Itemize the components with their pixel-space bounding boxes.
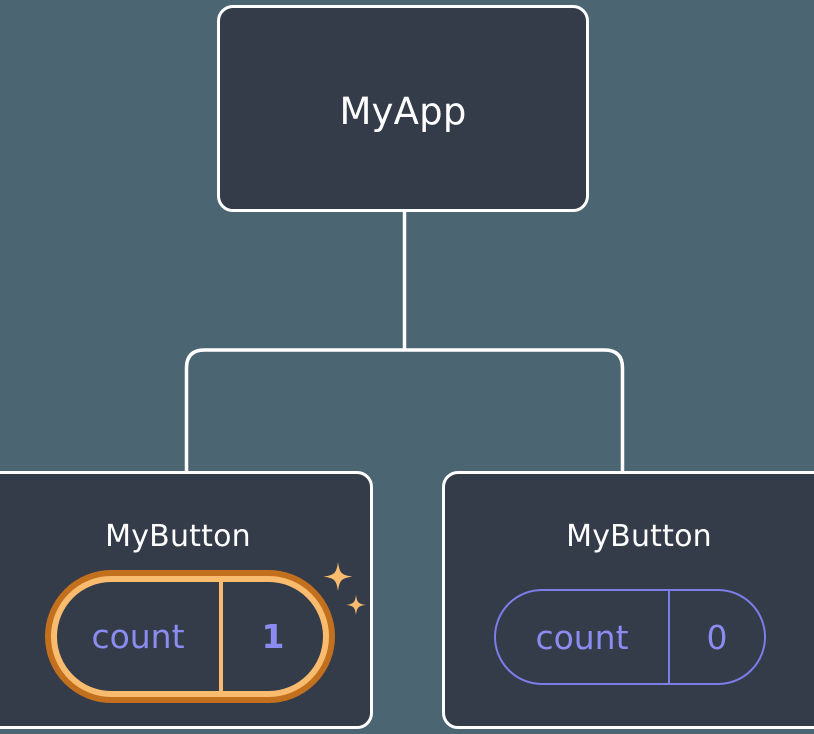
state-pill-left-wrap[interactable]: count 1 <box>45 570 335 703</box>
state-pill-highlighted[interactable]: count 1 <box>45 570 335 703</box>
state-value-left: 1 <box>261 617 285 656</box>
state-value-right: 0 <box>706 617 728 657</box>
state-pill-plain[interactable]: count 0 <box>494 589 766 685</box>
node-mybutton-right-label: MyButton <box>566 519 712 554</box>
node-myapp[interactable]: MyApp <box>217 5 589 212</box>
state-pill-inner: count 1 <box>57 582 323 691</box>
state-pill-right-wrap[interactable]: count 0 <box>494 589 766 685</box>
state-key-right: count <box>535 617 629 657</box>
node-myapp-label: MyApp <box>339 90 467 133</box>
state-pill-divider-right <box>668 591 670 683</box>
node-mybutton-left-label: MyButton <box>105 519 251 554</box>
state-pill-divider-left <box>219 582 223 691</box>
state-key-left: count <box>91 617 185 656</box>
connector-branch-bar <box>184 348 625 471</box>
